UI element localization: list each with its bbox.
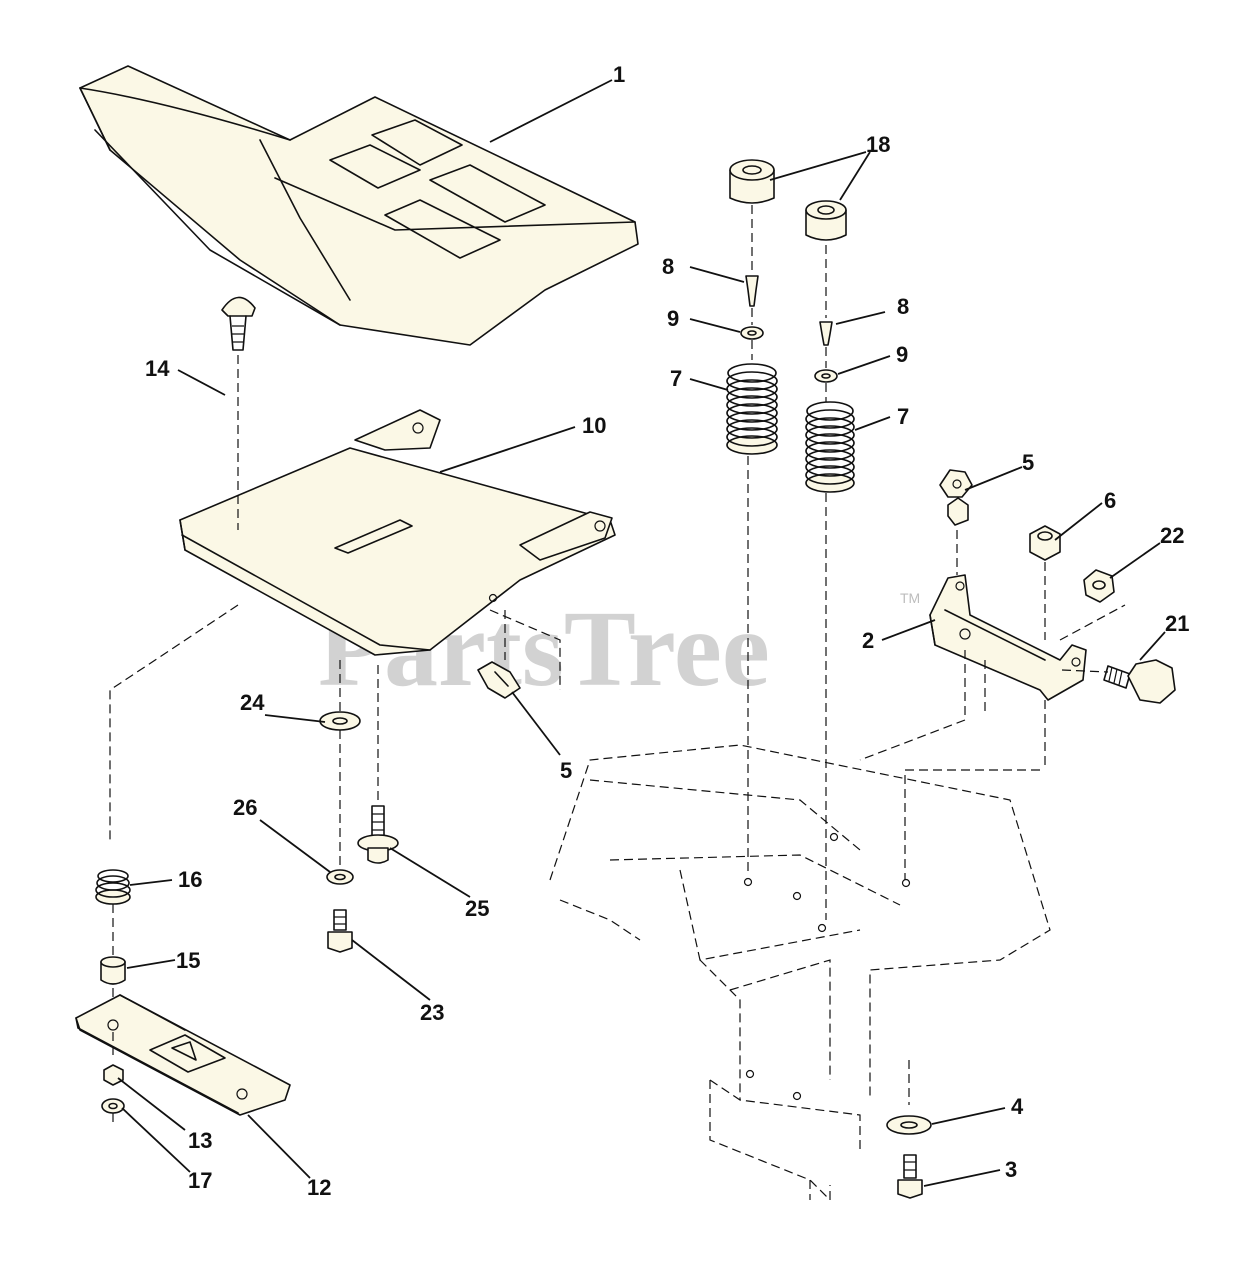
carriage-bolt: [221, 296, 256, 530]
slide-rail: [75, 994, 291, 1116]
clip-left: [477, 609, 561, 699]
washer-bottom: [886, 1060, 932, 1135]
callout-washer-rail: 17: [188, 1168, 212, 1193]
callout-pin-right: 8: [897, 294, 909, 319]
nut-bracket: [1029, 525, 1061, 640]
spring-small: [95, 869, 131, 955]
seat-vent-panels: [329, 119, 546, 259]
callout-seat-pan: 10: [582, 413, 606, 438]
shoulder-bolt: [1061, 659, 1176, 704]
flat-washer: [319, 711, 361, 731]
leader-pan-left: [109, 604, 239, 840]
bumper-left: [729, 159, 775, 270]
callout-nut-bracket: 6: [1104, 488, 1116, 513]
callout-slide-rail: 12: [307, 1175, 331, 1200]
callout-flat-washer: 24: [240, 690, 265, 715]
callout-washer-bottom: 4: [1011, 1094, 1024, 1119]
flange-screw: [357, 805, 399, 864]
callout-washer-left: 9: [667, 306, 679, 331]
callout-seat: 1: [613, 62, 625, 87]
leader-lines: [117, 79, 1166, 1187]
washer-left: [740, 326, 764, 360]
callout-bumpers: 18: [866, 132, 890, 157]
mounting-bracket: [859, 574, 1126, 880]
tractor-frame: [549, 744, 1051, 1202]
callout-spring-left: 7: [670, 366, 682, 391]
callout-spring-right: 7: [897, 404, 909, 429]
spring-right: [805, 401, 855, 920]
lock-washer: [326, 869, 354, 885]
seat-pan: [179, 409, 616, 656]
callout-pin-left: 8: [662, 254, 674, 279]
bumper-right: [805, 200, 847, 318]
bushing: [100, 956, 126, 1000]
callout-washer-right: 9: [896, 342, 908, 367]
callout-shoulder-bolt: 21: [1165, 611, 1189, 636]
callout-carriage-bolt: 14: [145, 356, 170, 381]
callout-hex-screw: 23: [420, 1000, 444, 1025]
callout-clip-right: 5: [1022, 450, 1034, 475]
clip-right: [939, 469, 973, 575]
pin-right: [819, 321, 833, 368]
callout-mounting-bracket: 2: [862, 628, 874, 653]
washer-right: [814, 369, 838, 402]
callout-spring-small: 16: [178, 867, 202, 892]
callout-nut-small: 22: [1160, 523, 1184, 548]
nut-rail: [103, 1032, 124, 1086]
watermark-trademark: TM: [900, 590, 920, 606]
seat: [79, 65, 639, 346]
callout-nut-rail: 13: [188, 1128, 212, 1153]
hex-screw: [327, 909, 353, 953]
callout-bushing: 15: [176, 948, 200, 973]
callout-screw-bottom: 3: [1005, 1157, 1017, 1182]
callout-flange-screw: 25: [465, 896, 489, 921]
callout-lock-washer: 26: [233, 795, 257, 820]
screw-bottom: [897, 1154, 923, 1199]
washer-rail: [101, 1098, 125, 1122]
callout-clip-left: 5: [560, 758, 572, 783]
pin-left: [745, 275, 759, 325]
nut-small: [1083, 569, 1115, 603]
